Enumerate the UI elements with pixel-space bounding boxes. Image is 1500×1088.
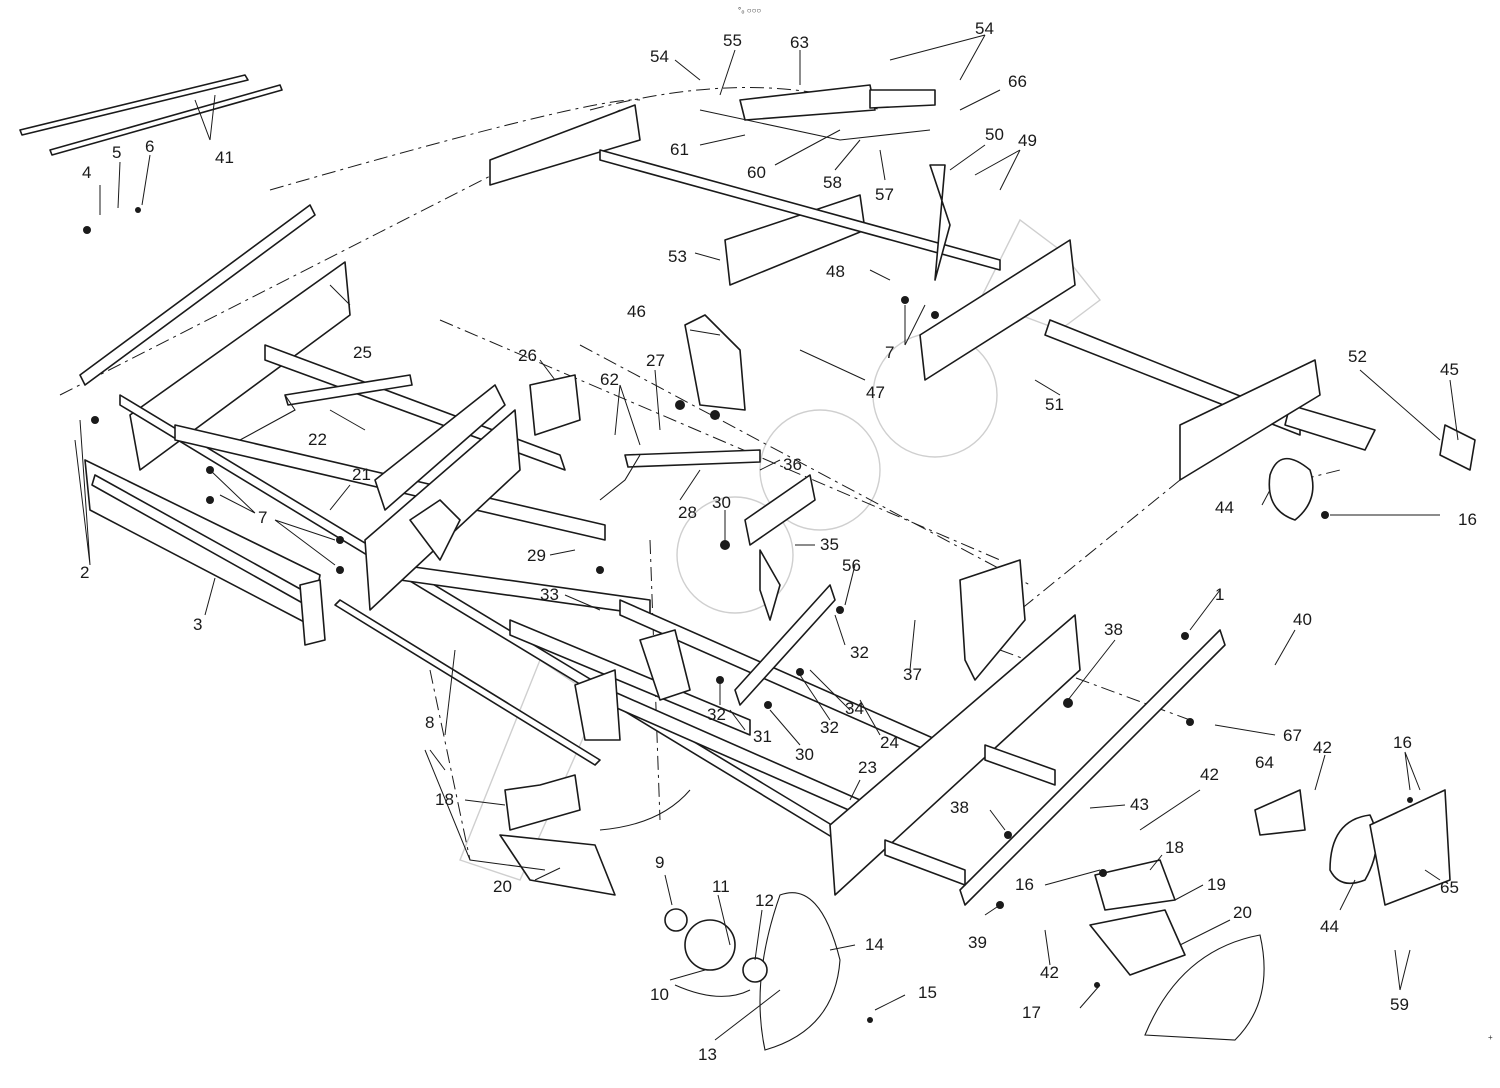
label-58: 58	[823, 173, 842, 192]
label-55: 55	[723, 31, 742, 50]
label-50: 50	[985, 125, 1004, 144]
label-39: 39	[968, 933, 987, 952]
label-51: 51	[1045, 395, 1064, 414]
label-5: 5	[112, 143, 121, 162]
header-mark: °₀ ○○○	[738, 6, 761, 15]
label-42c: 42	[1040, 963, 1059, 982]
label-11: 11	[712, 877, 730, 896]
label-16c: 16	[1015, 875, 1034, 894]
label-16b: 16	[1393, 733, 1412, 752]
label-43: 43	[1130, 795, 1149, 814]
label-26: 26	[518, 346, 537, 365]
label-16a: 16	[1458, 510, 1477, 529]
label-6: 6	[145, 137, 154, 156]
label-64: 64	[1255, 753, 1274, 772]
label-18b: 18	[1165, 838, 1184, 857]
label-33: 33	[540, 585, 559, 604]
label-46: 46	[627, 302, 646, 321]
drawing	[19, 74, 1476, 1051]
label-44a: 44	[1215, 498, 1234, 517]
label-15: 15	[918, 983, 937, 1002]
label-38a: 38	[1104, 620, 1123, 639]
label-54b: 54	[975, 19, 994, 38]
label-62: 62	[600, 370, 619, 389]
label-14: 14	[865, 935, 884, 954]
label-38b: 38	[950, 798, 969, 817]
label-48: 48	[826, 262, 845, 281]
label-42b: 42	[1200, 765, 1219, 784]
label-63: 63	[790, 33, 809, 52]
label-20b: 20	[1233, 903, 1252, 922]
label-32b: 32	[820, 718, 839, 737]
label-65: 65	[1440, 878, 1459, 897]
label-32a: 32	[707, 705, 726, 724]
label-47: 47	[866, 383, 885, 402]
label-31: 31	[753, 727, 772, 746]
label-21: 21	[352, 465, 371, 484]
label-3: 3	[193, 615, 202, 634]
label-7a: 7	[258, 508, 267, 527]
label-49: 49	[1018, 131, 1037, 150]
label-34: 34	[845, 699, 864, 718]
label-59: 59	[1390, 995, 1409, 1014]
label-44b: 44	[1320, 917, 1339, 936]
label-27: 27	[646, 351, 665, 370]
label-1: 1	[1215, 585, 1224, 604]
label-30a: 30	[712, 493, 731, 512]
label-13: 13	[698, 1045, 717, 1064]
label-66: 66	[1008, 72, 1027, 91]
label-37: 37	[903, 665, 922, 684]
label-41: 41	[215, 148, 234, 167]
label-9: 9	[655, 853, 664, 872]
label-60: 60	[747, 163, 766, 182]
label-40: 40	[1293, 610, 1312, 629]
label-4: 4	[82, 163, 91, 182]
label-57: 57	[875, 185, 894, 204]
label-32c: 32	[850, 643, 869, 662]
label-42a: 42	[1313, 738, 1332, 757]
label-61: 61	[670, 140, 689, 159]
label-24: 24	[880, 733, 899, 752]
label-22: 22	[308, 430, 327, 449]
label-18a: 18	[435, 790, 454, 809]
label-56: 56	[842, 556, 861, 575]
label-36: 36	[783, 455, 802, 474]
part-labels: 1 2 3 4 5 6 7 7 8 9 10 11 12 13 14 15 16…	[80, 19, 1477, 1064]
corner-mark: +	[1488, 1033, 1493, 1042]
label-8: 8	[425, 713, 434, 732]
label-25: 25	[353, 343, 372, 362]
label-19: 19	[1207, 875, 1226, 894]
label-53: 53	[668, 247, 687, 266]
label-2: 2	[80, 563, 89, 582]
label-10: 10	[650, 985, 669, 1004]
label-23: 23	[858, 758, 877, 777]
label-17: 17	[1022, 1003, 1041, 1022]
label-54a: 54	[650, 47, 669, 66]
label-12: 12	[755, 891, 774, 910]
label-30b: 30	[795, 745, 814, 764]
label-45: 45	[1440, 360, 1459, 379]
label-35: 35	[820, 535, 839, 554]
label-29: 29	[527, 546, 546, 565]
label-20a: 20	[493, 877, 512, 896]
label-7b: 7	[885, 343, 894, 362]
label-28: 28	[678, 503, 697, 522]
label-67: 67	[1283, 726, 1302, 745]
leader-lines	[74, 34, 1459, 1041]
label-52: 52	[1348, 347, 1367, 366]
